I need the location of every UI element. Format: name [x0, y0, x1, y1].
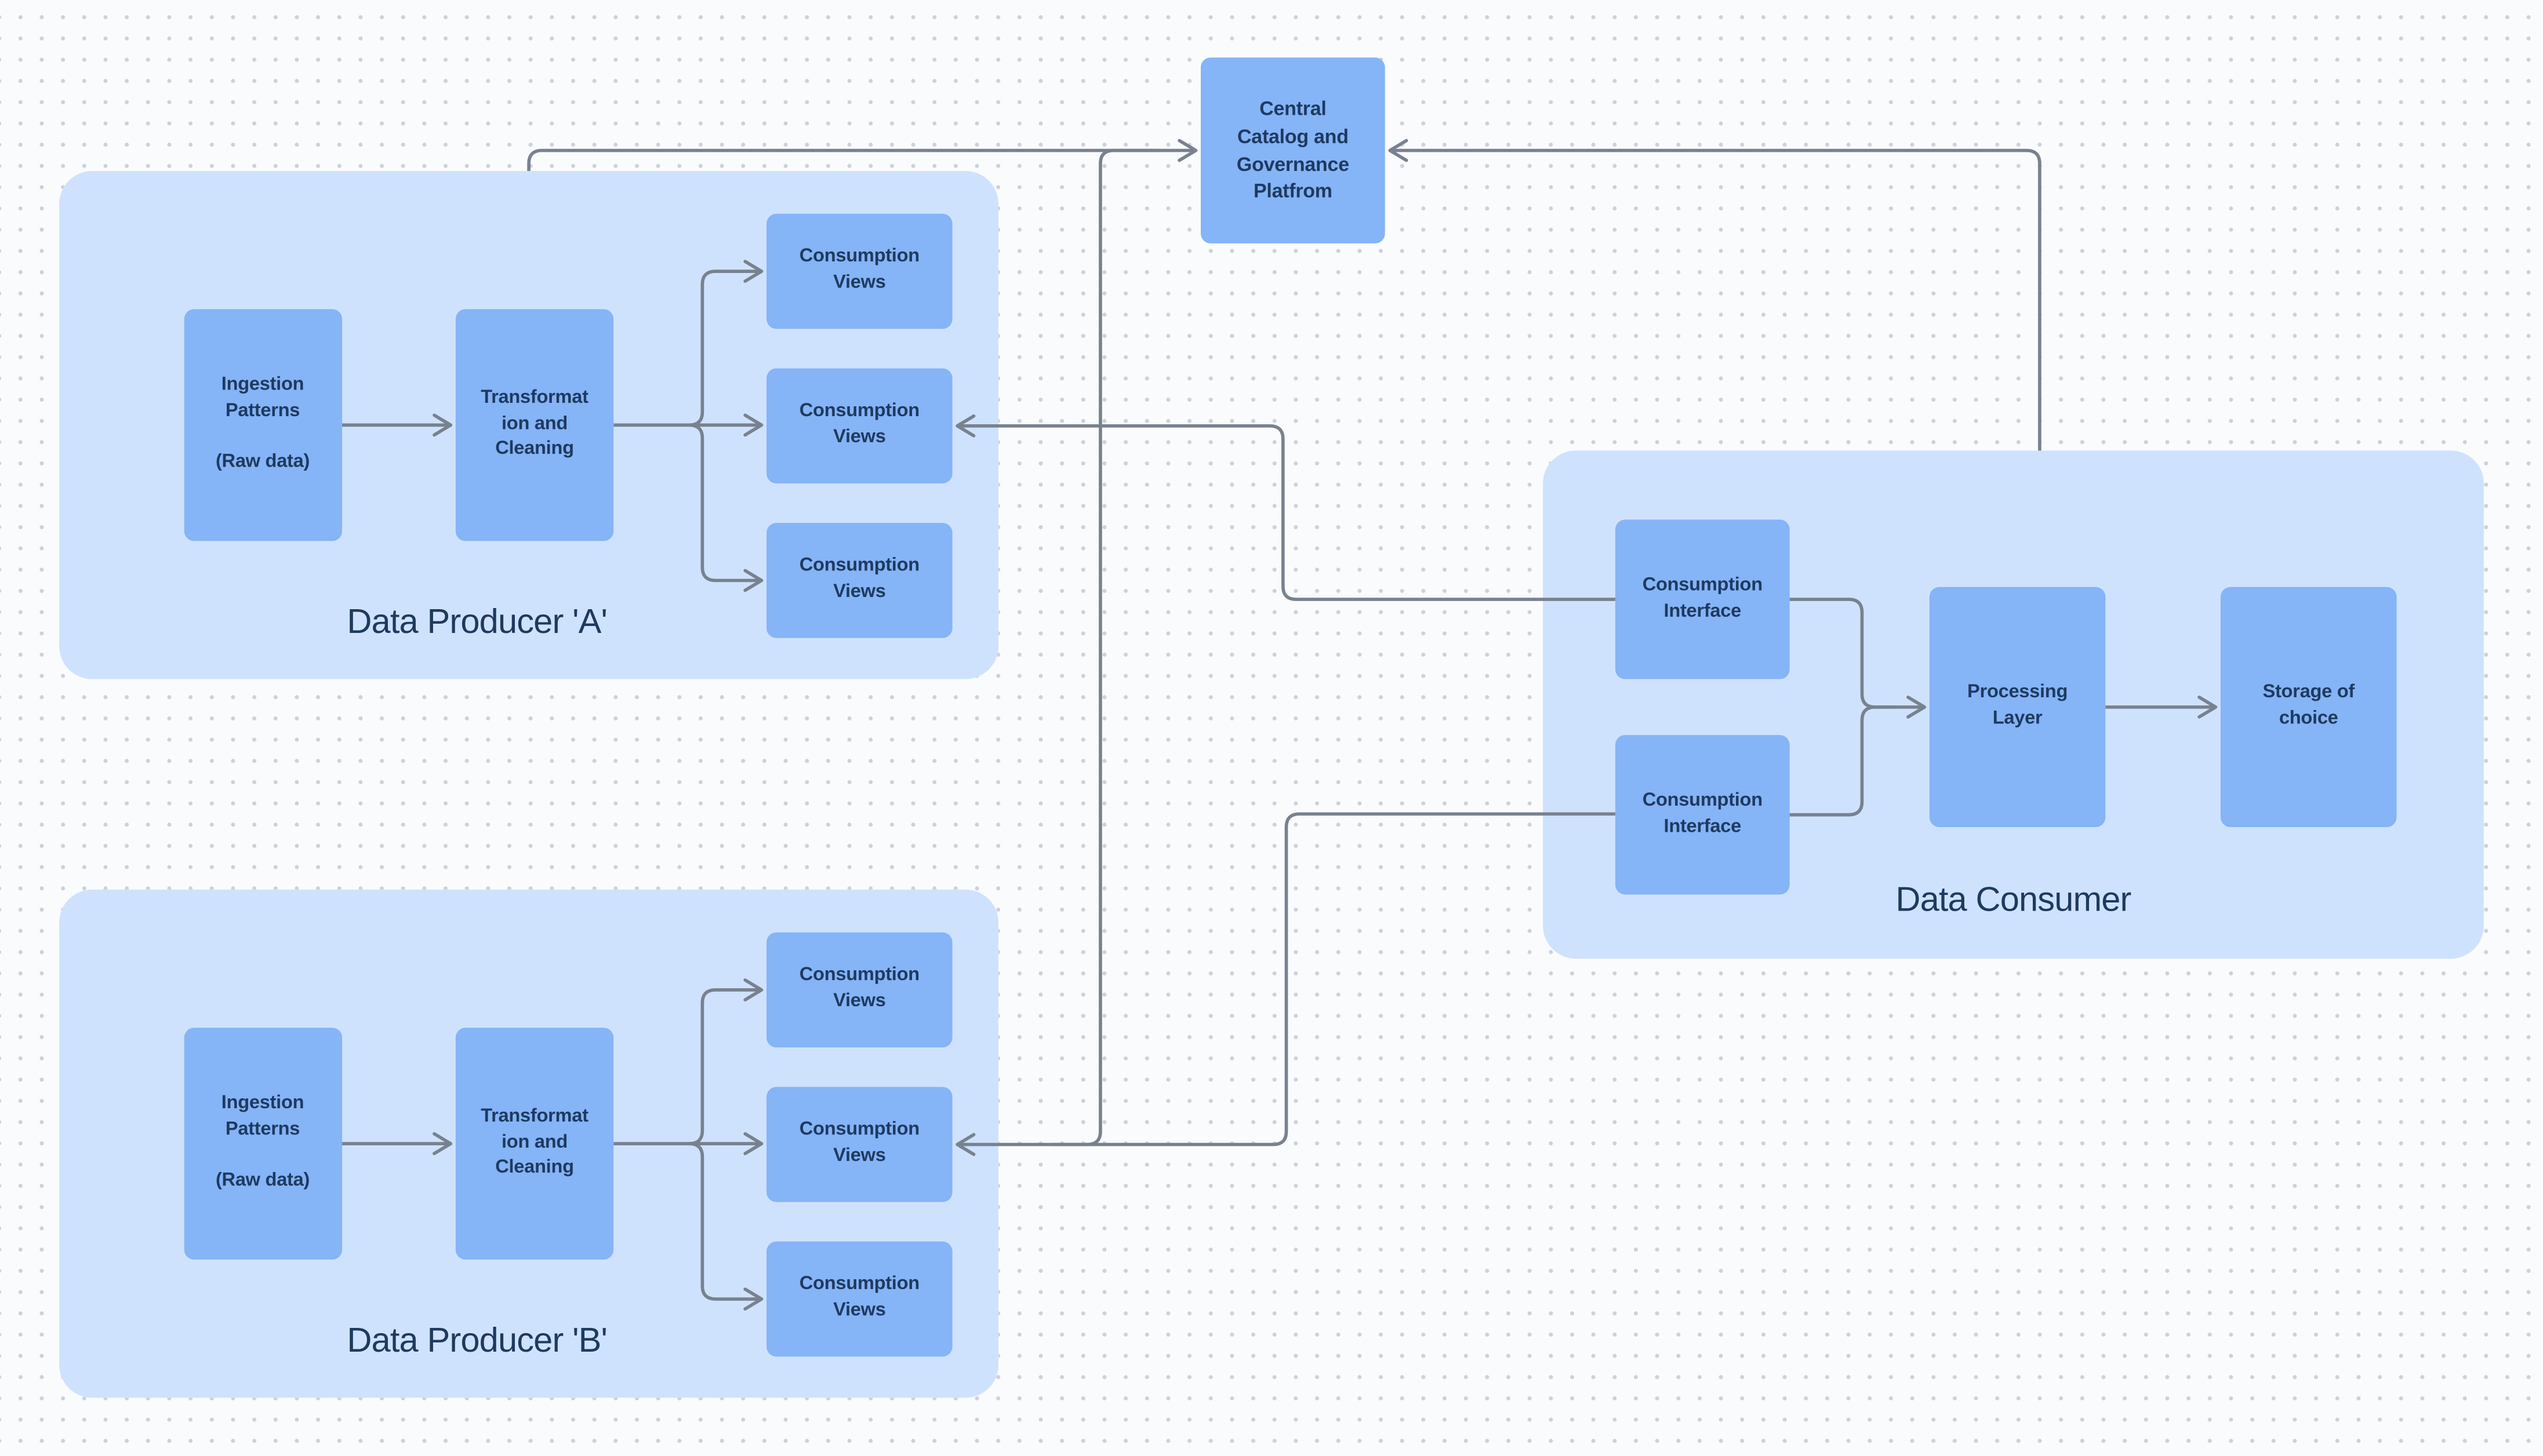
- connector-a-transformation-to-view1[interactable]: [689, 260, 764, 427]
- consumer-interface-1[interactable]: Consumption Interface: [1615, 519, 1790, 679]
- connector-consumer-to-catalog[interactable]: [1388, 139, 2041, 451]
- consumer-processing-layer-node[interactable]: Processing Layer: [1929, 587, 2106, 828]
- central-catalog-label: Central Catalog and Governance Platfrom: [1236, 97, 1349, 203]
- producer-a-title: Data Producer 'A': [347, 603, 608, 642]
- producer-b-consumption-view-1[interactable]: Consumption Views: [766, 932, 953, 1048]
- consumer-storage-node[interactable]: Storage of choice: [2220, 587, 2397, 828]
- connector-b-transformation-to-view1[interactable]: [689, 978, 764, 1145]
- consumption-views-label: Consumption Views: [799, 556, 920, 602]
- connector-interface2-to-b-view2[interactable]: [1052, 812, 1615, 1146]
- producer-b-ingestion-label: Ingestion Patterns (Raw data): [215, 1093, 310, 1192]
- consumption-views-label: Consumption Views: [799, 246, 920, 293]
- producer-a-ingestion-label: Ingestion Patterns (Raw data): [215, 374, 310, 473]
- producer-b-consumption-view-3[interactable]: Consumption Views: [766, 1241, 953, 1357]
- consumption-views-label: Consumption Views: [799, 1120, 920, 1166]
- data-consumer-title: Data Consumer: [1895, 881, 2131, 919]
- producer-a-consumption-view-1[interactable]: Consumption Views: [766, 213, 953, 329]
- consumer-interface-2[interactable]: Consumption Interface: [1615, 735, 1790, 895]
- central-catalog-node[interactable]: Central Catalog and Governance Platfrom: [1201, 57, 1385, 243]
- producer-b-title: Data Producer 'B': [347, 1322, 608, 1360]
- producer-b-transformation-label: Transformat ion and Cleaning: [481, 1106, 588, 1178]
- connector-b-transformation-to-view3[interactable]: [689, 1142, 764, 1311]
- producer-b-consumption-view-2[interactable]: Consumption Views: [766, 1087, 953, 1202]
- connector-producer-a-to-catalog[interactable]: [527, 139, 1198, 172]
- producer-b-transformation-node[interactable]: Transformat ion and Cleaning: [455, 1028, 614, 1260]
- connector-a-transformation-to-view3[interactable]: [689, 423, 764, 592]
- storage-of-choice-label: Storage of choice: [2262, 682, 2355, 729]
- producer-b-ingestion-node[interactable]: Ingestion Patterns (Raw data): [183, 1028, 342, 1260]
- consumption-views-label: Consumption Views: [799, 401, 920, 447]
- producer-a-transformation-node[interactable]: Transformat ion and Cleaning: [455, 309, 614, 541]
- connector-interface1-to-a-view2[interactable]: [956, 414, 1615, 601]
- producer-a-transformation-label: Transformat ion and Cleaning: [481, 387, 588, 460]
- connector-interface1-to-processing[interactable]: [1789, 598, 1927, 719]
- producer-a-consumption-view-3[interactable]: Consumption Views: [766, 523, 953, 638]
- consumption-interface-label: Consumption Interface: [1642, 574, 1763, 621]
- processing-layer-label: Processing Layer: [1967, 682, 2068, 729]
- connector-catalog-to-b-view2[interactable]: [956, 148, 1160, 1156]
- producer-a-consumption-view-2[interactable]: Consumption Views: [766, 368, 953, 484]
- connector-interface2-to-processing[interactable]: [1789, 705, 1895, 817]
- consumption-views-label: Consumption Views: [799, 965, 920, 1011]
- producer-a-ingestion-node[interactable]: Ingestion Patterns (Raw data): [183, 309, 342, 541]
- consumption-views-label: Consumption Views: [799, 1275, 920, 1321]
- consumption-interface-label: Consumption Interface: [1642, 790, 1763, 836]
